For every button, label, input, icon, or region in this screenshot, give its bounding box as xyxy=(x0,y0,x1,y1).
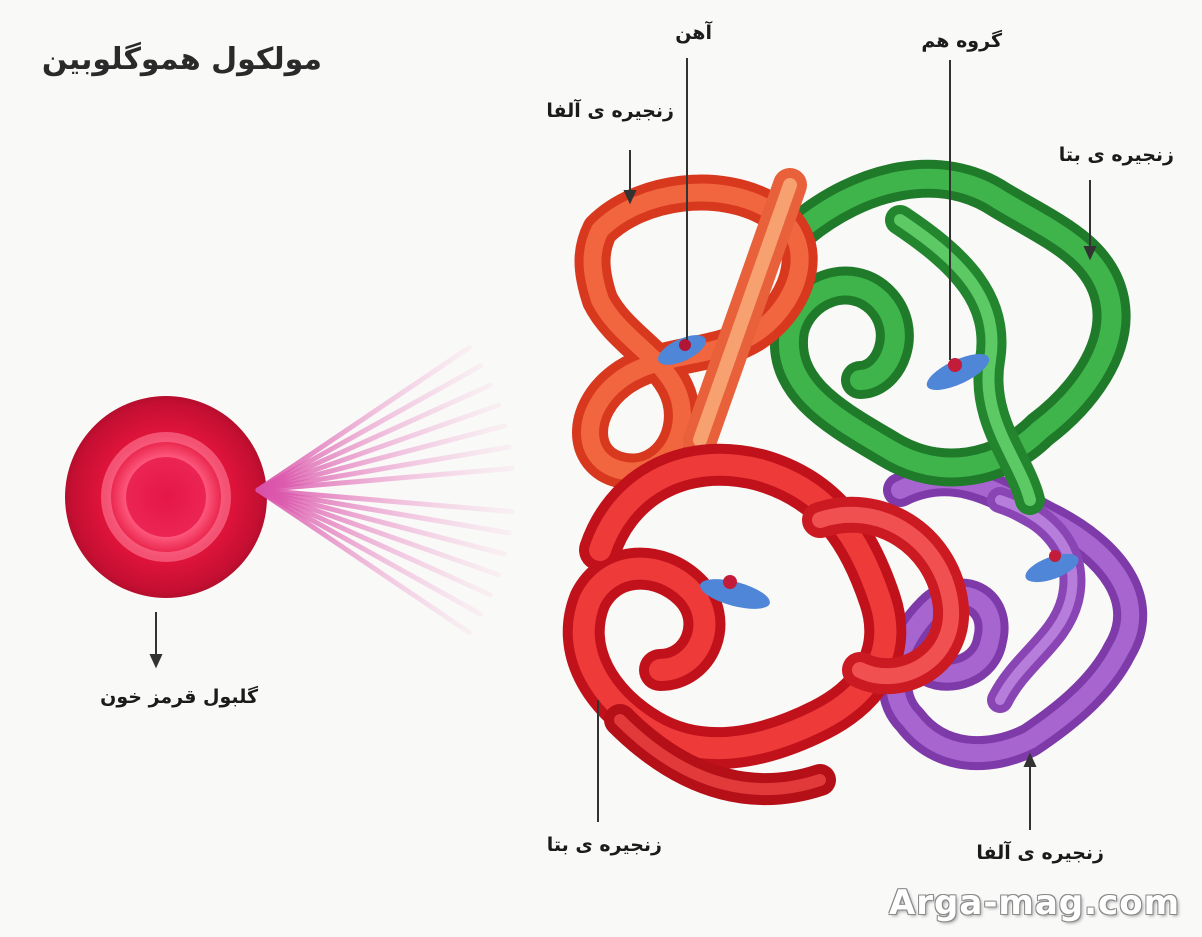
label-alpha-chain-top: زنجیره ی آلفا xyxy=(546,100,674,122)
red-blood-cell-icon xyxy=(65,396,267,598)
label-red-blood-cell: گلبول قرمز خون xyxy=(100,686,258,708)
label-iron: آهن xyxy=(675,22,712,44)
hemoglobin-molecule-illustration xyxy=(584,179,1130,789)
ray-line xyxy=(258,490,469,633)
alpha-chain-top-shape xyxy=(590,185,800,472)
ray-burst-icon xyxy=(258,347,513,632)
alpha-chain-bottom-shape xyxy=(895,479,1130,753)
label-beta-chain-bottom: زنجیره ی بتا xyxy=(547,834,662,856)
label-beta-chain-top: زنجیره ی بتا xyxy=(1059,144,1174,166)
label-heme-group: گروه هم xyxy=(921,30,1002,52)
label-alpha-chain-bottom: زنجیره ی آلفا xyxy=(976,842,1104,864)
ray-line xyxy=(258,347,469,490)
beta-chain-bottom-shape xyxy=(584,465,951,789)
watermark: Arga-mag.com xyxy=(889,883,1180,923)
diagram-title: مولکول هموگلوبین xyxy=(42,42,322,77)
